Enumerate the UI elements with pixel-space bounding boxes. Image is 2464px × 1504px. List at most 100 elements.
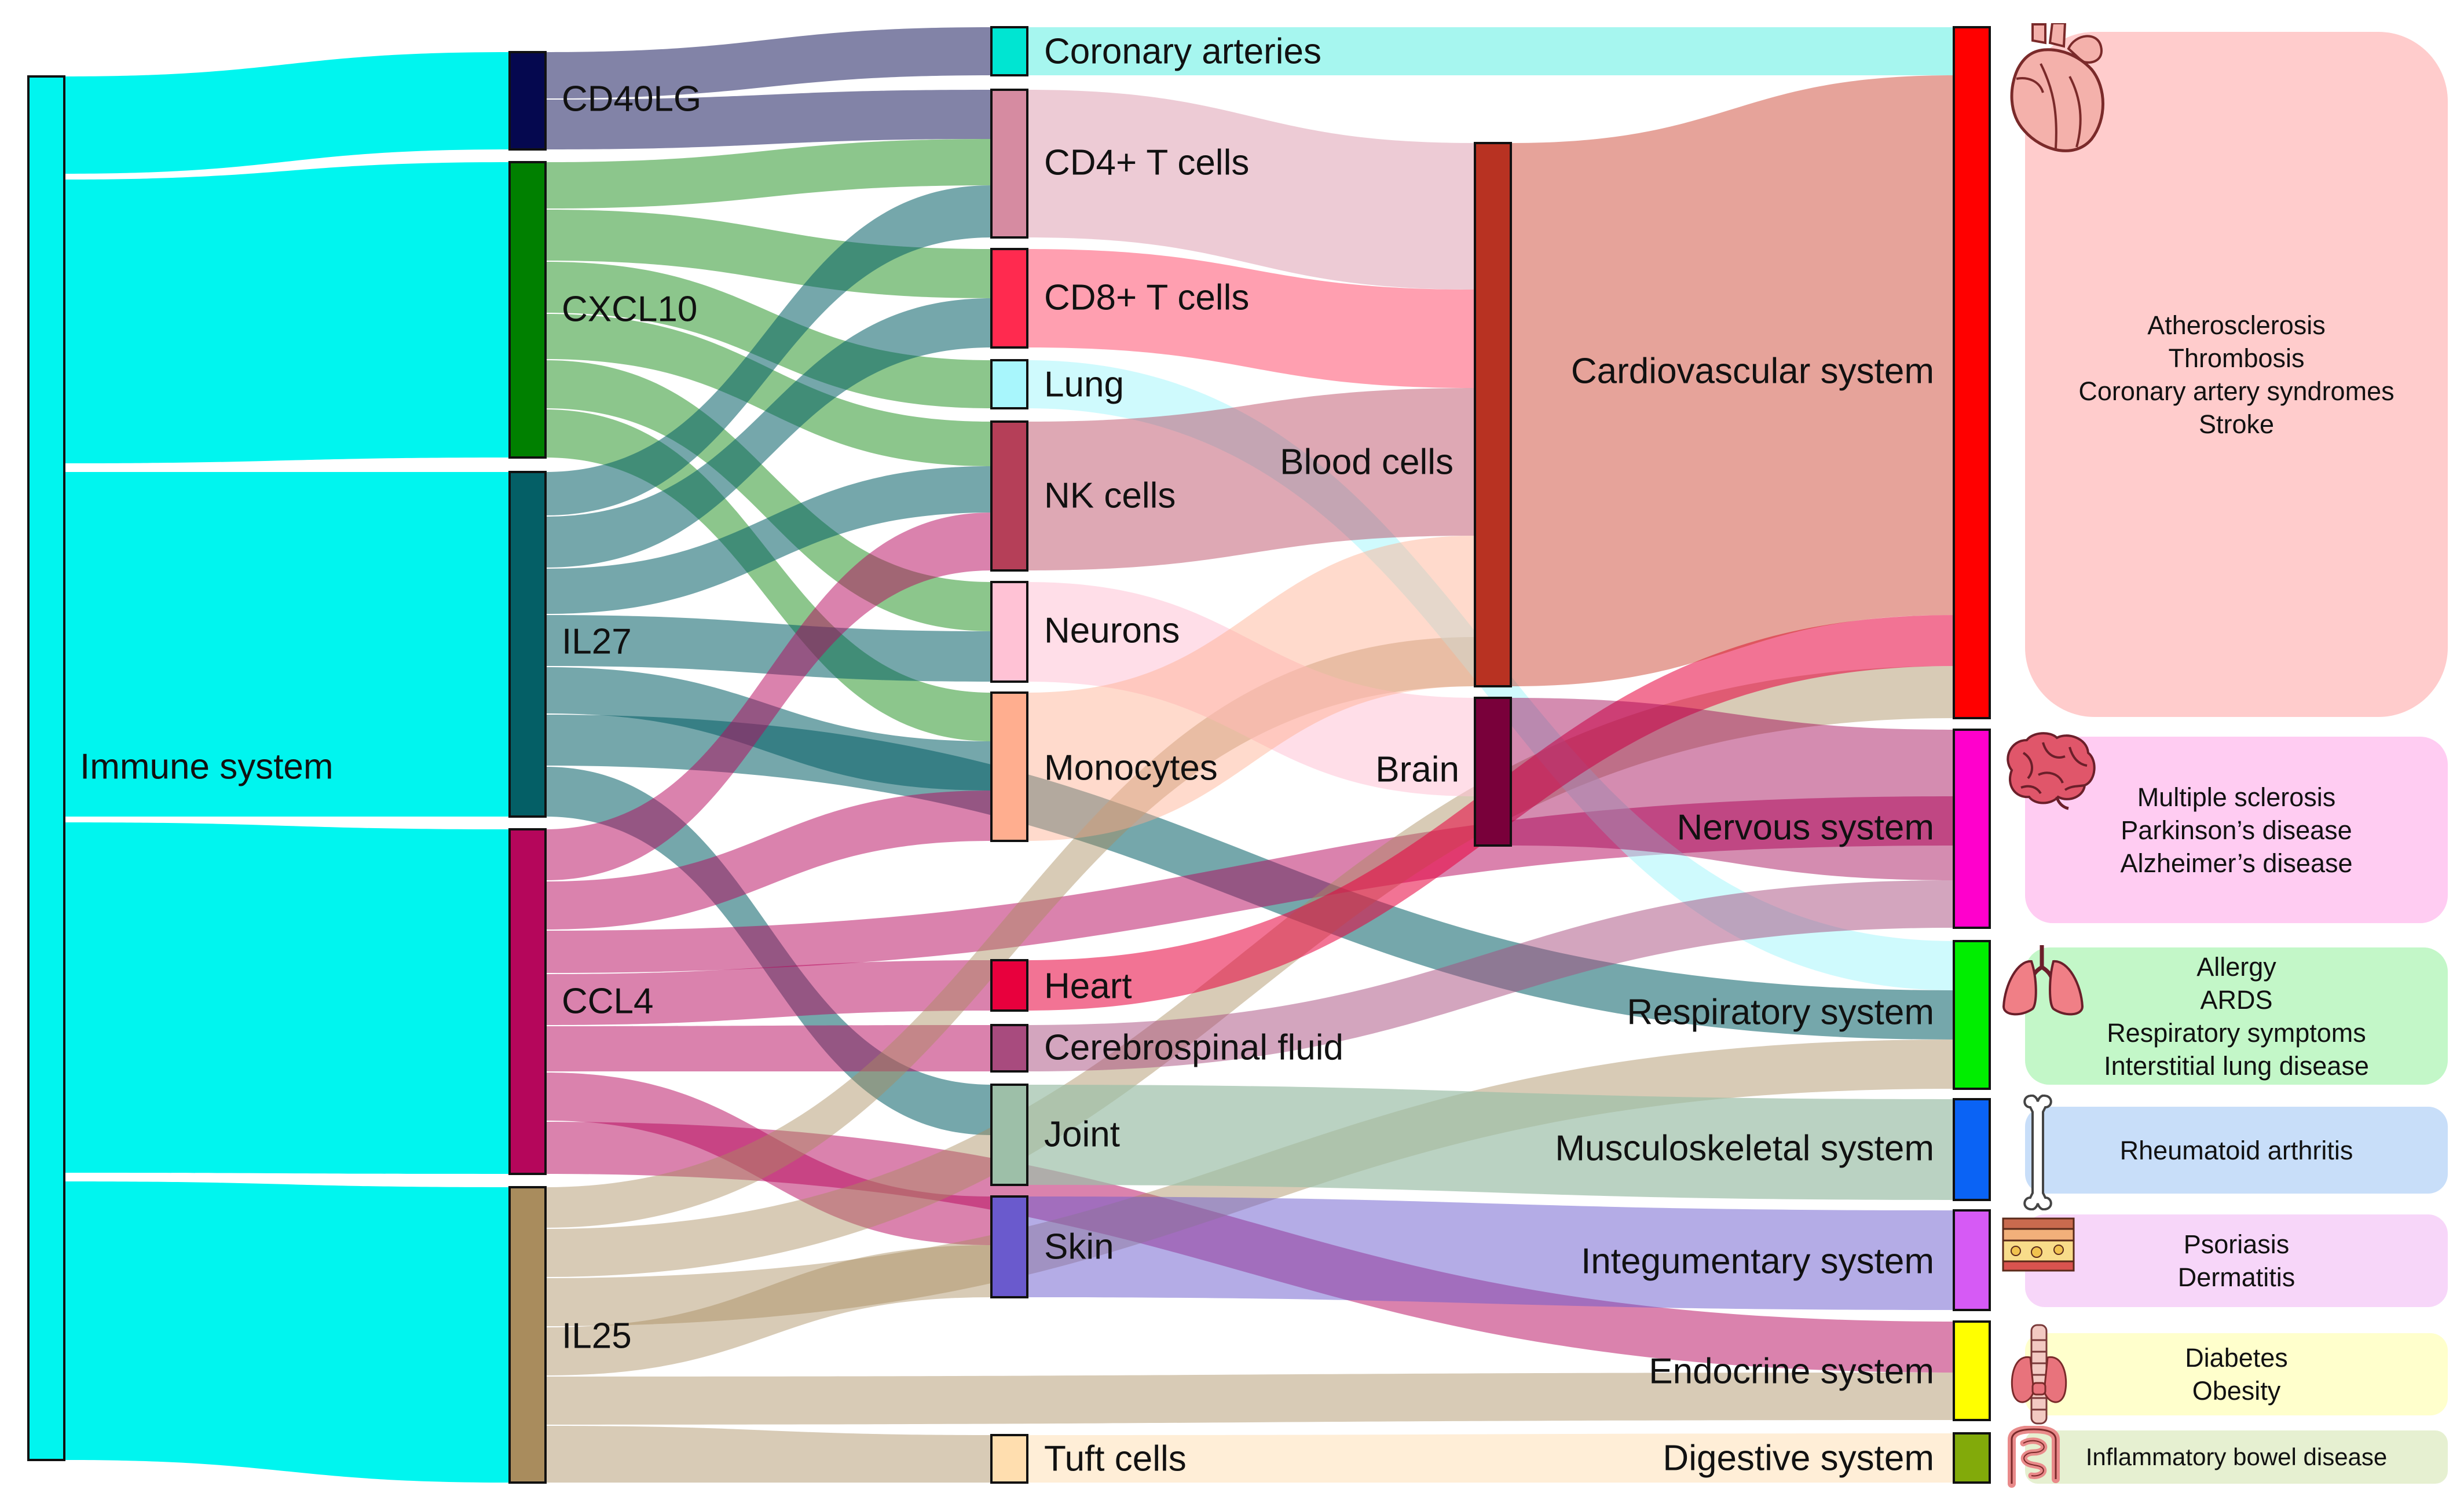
node-cd4-t-cells [990, 89, 1028, 239]
link-il27-cd4 [545, 185, 991, 515]
disease-respiratory-line-2: Respiratory symptoms [2107, 1018, 2366, 1048]
link-tuft-digestive [1027, 1433, 1954, 1483]
label-brain: Brain [1375, 749, 1459, 789]
bone-icon [2023, 1095, 2052, 1210]
node-brain [1474, 697, 1512, 847]
node-cardiovascular-system [1953, 26, 1991, 719]
link-neurons-brain [1027, 582, 1475, 796]
link-il25-skin [545, 1245, 991, 1375]
link-ccl4-nervous [545, 796, 1954, 973]
link-immune-il27 [64, 472, 510, 817]
link-skin-integumentary [1027, 1196, 1954, 1310]
label-lung: Lung [1044, 364, 1124, 404]
label-respiratory-system: Respiratory system [1627, 992, 1934, 1032]
label-ccl4: CCL4 [562, 981, 654, 1021]
label-heart: Heart [1044, 966, 1132, 1006]
disease-respiratory-line-0: Allergy [2196, 952, 2276, 982]
label-joint: Joint [1044, 1114, 1120, 1154]
label-cd4-t-cells: CD4+ T cells [1044, 142, 1249, 182]
label-endocrine-system: Endocrine system [1649, 1351, 1934, 1391]
link-il27-neurons [545, 615, 991, 682]
label-cd8-t-cells: CD8+ T cells [1044, 277, 1249, 317]
node-cxcl10 [508, 161, 547, 459]
node-blood-cells [1474, 142, 1512, 687]
link-il25-monocytes-blood [545, 637, 1475, 1228]
disease-endocrine-line-0: Diabetes [2185, 1343, 2288, 1373]
label-tuft-cells: Tuft cells [1044, 1439, 1187, 1479]
link-cd40lg-coronary [545, 27, 991, 98]
disease-musculoskeletal-line-0: Rheumatoid arthritis [2119, 1135, 2353, 1165]
node-immune-system [27, 75, 65, 1461]
node-lung [990, 359, 1028, 409]
link-joint-musculoskeletal [1027, 1085, 1954, 1200]
label-immune-system: Immune system [80, 746, 334, 786]
link-cd4-blood [1027, 90, 1475, 290]
disease-respiratory-line-1: ARDS [2200, 985, 2273, 1015]
disease-box-digestive: Inflammatory bowel disease [2025, 1430, 2448, 1484]
link-il25-tuft [545, 1426, 991, 1483]
node-musculoskeletal-system [1953, 1098, 1991, 1201]
node-endocrine-system [1953, 1320, 1991, 1421]
link-cxcl10-monocytes [545, 409, 991, 741]
link-brain-nervous [1511, 698, 1954, 880]
label-cd40lg: CD40LG [562, 79, 701, 119]
labels-layer: Immune system CD40LG CXCL10 IL27 CCL4 IL… [80, 31, 1934, 1479]
node-skin [990, 1195, 1028, 1298]
link-il25-endocrine [545, 1373, 1954, 1425]
node-nervous-system [1953, 729, 1991, 929]
disease-nervous-line-1: Parkinson’s disease [2121, 815, 2352, 845]
skin-layers-icon [2002, 1217, 2075, 1272]
brain-icon [2007, 732, 2096, 810]
node-tuft-cells [990, 1434, 1028, 1484]
label-nervous-system: Nervous system [1677, 807, 1934, 847]
link-cd8-blood [1027, 249, 1475, 388]
disease-respiratory-line-3: Interstitial lung disease [2104, 1051, 2369, 1081]
label-neurons: Neurons [1044, 610, 1180, 650]
lungs-icon [2002, 945, 2084, 1016]
label-blood-cells: Blood cells [1280, 442, 1453, 482]
label-nk-cells: NK cells [1044, 475, 1176, 515]
disease-digestive-line-0: Inflammatory bowel disease [2085, 1443, 2388, 1470]
node-ccl4 [508, 828, 547, 1175]
link-immune-ccl4 [64, 822, 510, 1174]
nodes-layer [27, 26, 1991, 1484]
label-cxcl10: CXCL10 [562, 289, 697, 329]
link-ccl4-monocytes [545, 791, 991, 930]
heart-icon [2010, 23, 2104, 152]
link-monocytes-blood [1027, 536, 1475, 841]
label-monocytes: Monocytes [1044, 748, 1218, 788]
label-il25: IL25 [562, 1316, 632, 1356]
link-cxcl10-nk [545, 314, 991, 466]
disease-cardiovascular-line-2: Coronary artery syndromes [2078, 376, 2395, 406]
disease-endocrine-line-1: Obesity [2192, 1376, 2281, 1406]
node-cerebrospinal-fluid [990, 1024, 1028, 1073]
node-neurons [990, 581, 1028, 683]
link-il27-nk [545, 466, 991, 614]
node-nk-cells [990, 420, 1028, 572]
link-il27-cd8 [545, 298, 991, 568]
label-cardiovascular-system: Cardiovascular system [1571, 351, 1934, 391]
disease-cardiovascular-line-3: Stroke [2198, 409, 2275, 439]
link-blood-cardiovascular [1511, 75, 1954, 686]
node-integumentary-system [1953, 1209, 1991, 1311]
intestine-icon [2008, 1426, 2060, 1488]
link-ccl4-nk [545, 513, 991, 880]
disease-nervous-line-0: Multiple sclerosis [2137, 782, 2336, 812]
disease-cardiovascular-line-0: Atherosclerosis [2147, 310, 2326, 340]
link-cd40lg-cd4 [545, 90, 991, 149]
node-respiratory-system [1953, 940, 1991, 1090]
disease-nervous-line-2: Alzheimer’s disease [2120, 848, 2353, 878]
node-cd8-t-cells [990, 248, 1028, 349]
node-il25 [508, 1186, 547, 1484]
node-cd40lg [508, 51, 547, 151]
disease-integumentary-line-1: Dermatitis [2177, 1263, 2295, 1292]
label-musculoskeletal-system: Musculoskeletal system [1555, 1128, 1934, 1168]
links-layer [64, 27, 1954, 1483]
node-monocytes [990, 691, 1028, 842]
node-il27 [508, 471, 547, 818]
label-coronary-arteries: Coronary arteries [1044, 31, 1321, 71]
